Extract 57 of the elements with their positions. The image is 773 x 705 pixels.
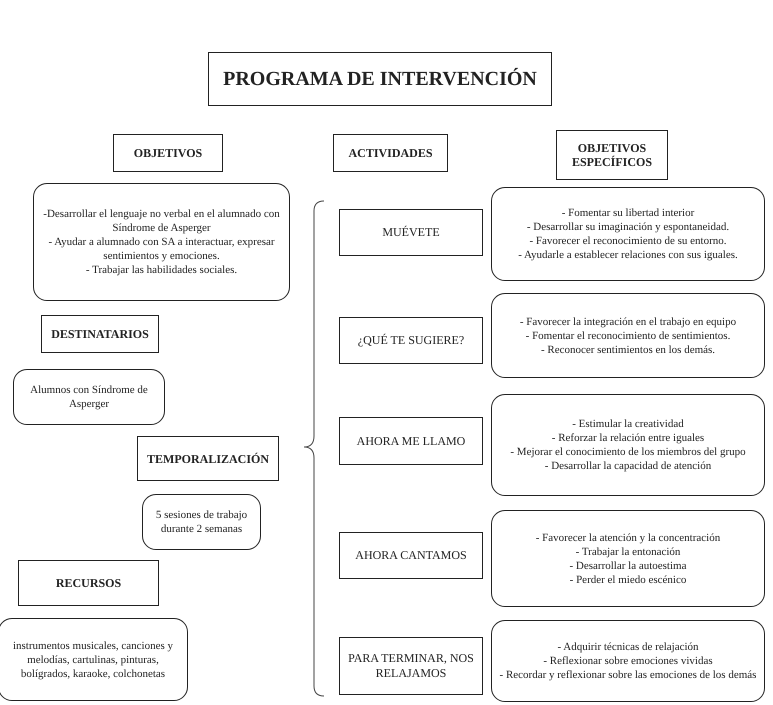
box-text: instrumentos musicales, canciones y melodías, cartulinas, pinturas, bolígrados, karaoke, colchonetas (12, 638, 174, 680)
heading-text: TEMPORALIZACIÓN (146, 452, 269, 466)
rounded-text-box (0, 618, 188, 701)
activity-box (339, 209, 483, 256)
rounded-text-box (491, 293, 765, 378)
heading-box (18, 560, 159, 606)
box-text: - Reflexionar sobre emociones vividas (543, 654, 713, 668)
box-text: - Trabajar las habilidades sociales. (86, 263, 238, 277)
activity-text: MUÉVETE (382, 225, 440, 240)
box-text: - Estimular la creatividad (572, 417, 684, 431)
box-text: - Favorecer el reconocimiento de su entorno. (529, 234, 726, 248)
activity-text: ¿QUÉ TE SUGIERE? (358, 333, 464, 348)
box-text: - Reforzar la relación entre iguales (552, 431, 704, 445)
activity-box (339, 637, 483, 695)
heading-box (137, 436, 279, 481)
box-text: - Fomentar el reconocimiento de sentimientos. (526, 328, 730, 342)
title-text: PROGRAMA DE INTERVENCIÓN (223, 67, 537, 91)
heading-box (556, 130, 668, 180)
box-text: - Ayudar a alumnado con SA a interactuar, expresar sentimientos y emociones. (47, 235, 276, 263)
box-text: - Perder el miedo escénico (570, 572, 686, 586)
box-text: - Ayudarle a establecer relaciones con sus iguales. (518, 248, 738, 262)
box-text: - Desarrollar la capacidad de atención (544, 459, 712, 473)
box-text: - Favorecer la atención y la concentración (536, 530, 720, 544)
box-text: - Favorecer la integración en el trabajo en equipo (520, 314, 736, 328)
heading-box (41, 315, 159, 353)
rounded-text-box (491, 510, 765, 607)
heading-text: OBJETIVOS ESPECÍFICOS (570, 141, 654, 169)
heading-text: OBJETIVOS (134, 146, 202, 160)
box-text: 5 sesiones de trabajo durante 2 semanas (154, 508, 248, 536)
heading-box (113, 134, 223, 172)
box-text: - Desarrollar la autoestima (570, 558, 686, 572)
rounded-text-box (33, 183, 290, 301)
rounded-text-box (142, 494, 261, 550)
title-box (208, 52, 552, 106)
activity-text: AHORA CANTAMOS (355, 548, 467, 563)
rounded-text-box (491, 394, 765, 496)
activity-box (339, 532, 483, 579)
box-text: - Recordar y reflexionar sobre las emociones de los demás (500, 668, 756, 682)
box-text: - Mejorar el conocimiento de los miembros del grupo (510, 445, 746, 459)
box-text: - Desarrollar su imaginación y espontaneidad. (526, 220, 730, 234)
activity-text: PARA TERMINAR, NOS RELAJAMOS (347, 651, 475, 681)
heading-text: RECURSOS (56, 576, 122, 590)
box-text: - Trabajar la entonación (576, 544, 680, 558)
heading-text: ACTIVIDADES (348, 146, 433, 160)
box-text: - Adquirir técnicas de relajación (557, 640, 699, 654)
box-text: Alumnos con Síndrome de Asperger (29, 383, 149, 411)
rounded-text-box (491, 187, 765, 281)
box-text: - Reconocer sentimientos en los demás. (540, 342, 716, 356)
rounded-text-box (13, 369, 165, 425)
heading-text: DESTINATARIOS (51, 327, 149, 341)
activity-text: AHORA ME LLAMO (356, 434, 466, 448)
box-text: - Fomentar su libertad interior (562, 206, 694, 220)
rounded-text-box (491, 620, 765, 702)
activity-box (339, 417, 483, 465)
box-text: -Desarrollar el lenguaje no verbal en el alumnado con Síndrome de Asperger (42, 207, 281, 235)
heading-box (333, 134, 448, 172)
activity-box (339, 317, 483, 364)
